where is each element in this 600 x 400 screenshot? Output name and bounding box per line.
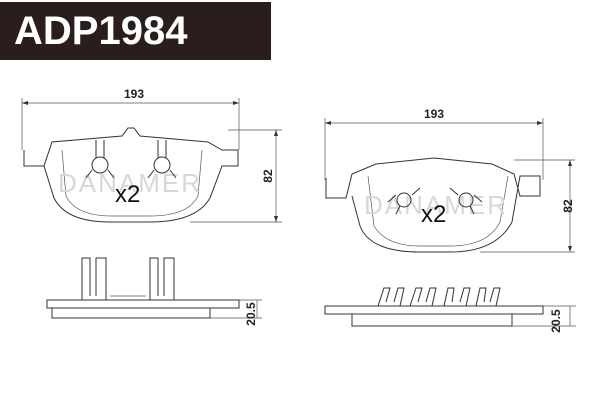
right-watermark: DANAMER bbox=[364, 190, 508, 220]
left-watermark: DANAMER bbox=[58, 168, 202, 198]
right-wear-clip-1 bbox=[387, 187, 421, 215]
left-height-label: 82 bbox=[261, 169, 275, 183]
left-quantity: x2 bbox=[115, 181, 140, 208]
right-pad-front-view: 193 82 DANAMER x2 bbox=[324, 107, 575, 253]
right-quantity: x2 bbox=[421, 201, 446, 228]
right-thickness-label: 20.5 bbox=[549, 309, 563, 333]
product-code-banner: ADP1984 bbox=[0, 2, 271, 60]
left-wear-clip-2 bbox=[147, 140, 177, 179]
left-width-label: 193 bbox=[124, 87, 144, 101]
right-width-label: 193 bbox=[424, 107, 444, 121]
product-code: ADP1984 bbox=[14, 9, 188, 53]
right-pad-side-view: 20.5 bbox=[324, 287, 576, 333]
left-pad-front-view: 193 82 DANAMER x2 bbox=[21, 87, 282, 223]
left-pad-side-view: 20.5 bbox=[46, 257, 262, 326]
right-height-label: 82 bbox=[561, 199, 575, 213]
left-thickness-label: 20.5 bbox=[244, 302, 258, 326]
left-wear-clip-1 bbox=[85, 140, 115, 179]
right-wear-clip-2 bbox=[449, 187, 483, 215]
